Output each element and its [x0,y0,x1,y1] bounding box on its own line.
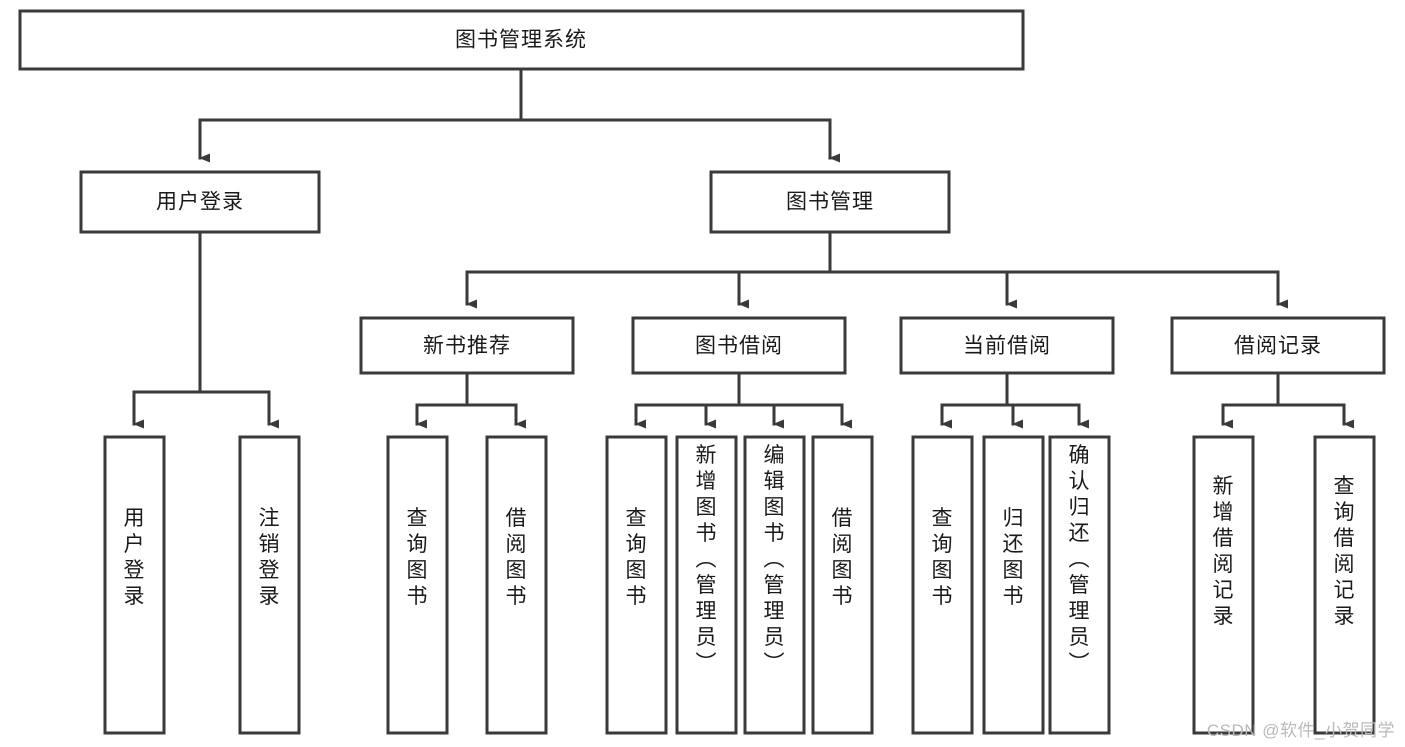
node-new-book-recommend[interactable]: 新书推荐 [359,316,575,375]
node-new-book-recommend-label: 新书推荐 [423,335,511,358]
node-leaf-add-borrow-record-box[interactable] [1192,435,1255,735]
node-leaf-logout[interactable]: 注销登录 [238,435,301,735]
node-book-management-box[interactable] [709,170,951,234]
node-leaf-add-borrow-record-label: 新增借阅记录 [1213,475,1234,628]
node-leaf-borrow-book-recommend-label: 借阅图书 [506,507,527,608]
node-book-borrow-box[interactable] [631,316,847,375]
node-leaf-query-borrow-record-box[interactable] [1313,435,1376,735]
node-leaf-add-book-label: 新增图书︵管理员︶ [696,444,717,675]
node-leaf-edit-book-label: 编辑图书︵管理员︶ [764,444,785,675]
node-leaf-query-book-recommend[interactable]: 查询图书 [386,435,449,735]
node-leaf-query-book-borrow-label: 查询图书 [626,507,647,608]
node-user-login-label: 用户登录 [156,191,244,214]
node-leaf-query-book-borrow-box[interactable] [605,435,668,735]
node-leaf-query-borrow-record[interactable]: 查询借阅记录 [1313,435,1376,735]
node-user-login-box[interactable] [79,170,321,234]
node-leaf-borrow-book[interactable]: 借阅图书 [811,435,874,735]
node-leaf-user-login-label: 用户登录 [124,507,145,608]
node-leaf-add-book-box[interactable] [675,435,738,735]
node-current-borrow-box[interactable] [899,316,1115,375]
node-book-borrow[interactable]: 图书借阅 [631,316,847,375]
node-book-management[interactable]: 图书管理 [709,170,951,234]
leaf-node-layer: 用户登录 注销登录 查询图书 借阅图书 查询图书 新增图书︵管理员︶ [103,435,1376,735]
node-leaf-borrow-book-recommend-box[interactable] [485,435,548,735]
node-leaf-confirm-return[interactable]: 确认归还︵管理员︶ [1048,435,1111,735]
node-leaf-logout-box[interactable] [238,435,301,735]
node-leaf-edit-book-box[interactable] [743,435,806,735]
node-leaf-return-book-label: 归还图书 [1003,507,1024,608]
node-leaf-query-book-current[interactable]: 查询图书 [911,435,974,735]
node-borrow-record-box[interactable] [1170,316,1386,375]
node-leaf-return-book-box[interactable] [982,435,1045,735]
node-leaf-query-borrow-record-label: 查询借阅记录 [1334,475,1355,628]
node-leaf-add-borrow-record[interactable]: 新增借阅记录 [1192,435,1255,735]
node-leaf-query-book-recommend-label: 查询图书 [407,507,428,608]
node-root-box[interactable] [18,9,1025,71]
node-current-borrow-label: 当前借阅 [963,335,1051,358]
node-root-label: 图书管理系统 [455,29,587,52]
node-leaf-query-book-recommend-box[interactable] [386,435,449,735]
node-leaf-borrow-book-box[interactable] [811,435,874,735]
node-leaf-borrow-book-label: 借阅图书 [832,507,853,608]
node-book-management-label: 图书管理 [786,191,874,214]
node-leaf-add-book[interactable]: 新增图书︵管理员︶ [675,435,738,735]
node-root[interactable]: 图书管理系统 [18,9,1025,71]
node-leaf-confirm-return-label: 确认归还︵管理员︶ [1069,444,1090,675]
node-borrow-record[interactable]: 借阅记录 [1170,316,1386,375]
node-leaf-query-book-current-label: 查询图书 [932,507,953,608]
node-leaf-query-book-borrow[interactable]: 查询图书 [605,435,668,735]
node-leaf-query-book-current-box[interactable] [911,435,974,735]
node-borrow-record-label: 借阅记录 [1234,335,1322,358]
node-book-borrow-label: 图书借阅 [695,335,783,358]
node-leaf-return-book[interactable]: 归还图书 [982,435,1045,735]
node-leaf-user-login[interactable]: 用户登录 [103,435,166,735]
node-leaf-confirm-return-box[interactable] [1048,435,1111,735]
node-current-borrow[interactable]: 当前借阅 [899,316,1115,375]
watermark-text: CSDN @软件_小贺同学 [1206,721,1395,740]
connector-layer [132,67,1354,429]
node-leaf-logout-label: 注销登录 [259,507,280,608]
node-new-book-recommend-box[interactable] [359,316,575,375]
node-leaf-user-login-box[interactable] [103,435,166,735]
node-user-login[interactable]: 用户登录 [79,170,321,234]
node-leaf-borrow-book-recommend[interactable]: 借阅图书 [485,435,548,735]
node-leaf-edit-book[interactable]: 编辑图书︵管理员︶ [743,435,806,735]
